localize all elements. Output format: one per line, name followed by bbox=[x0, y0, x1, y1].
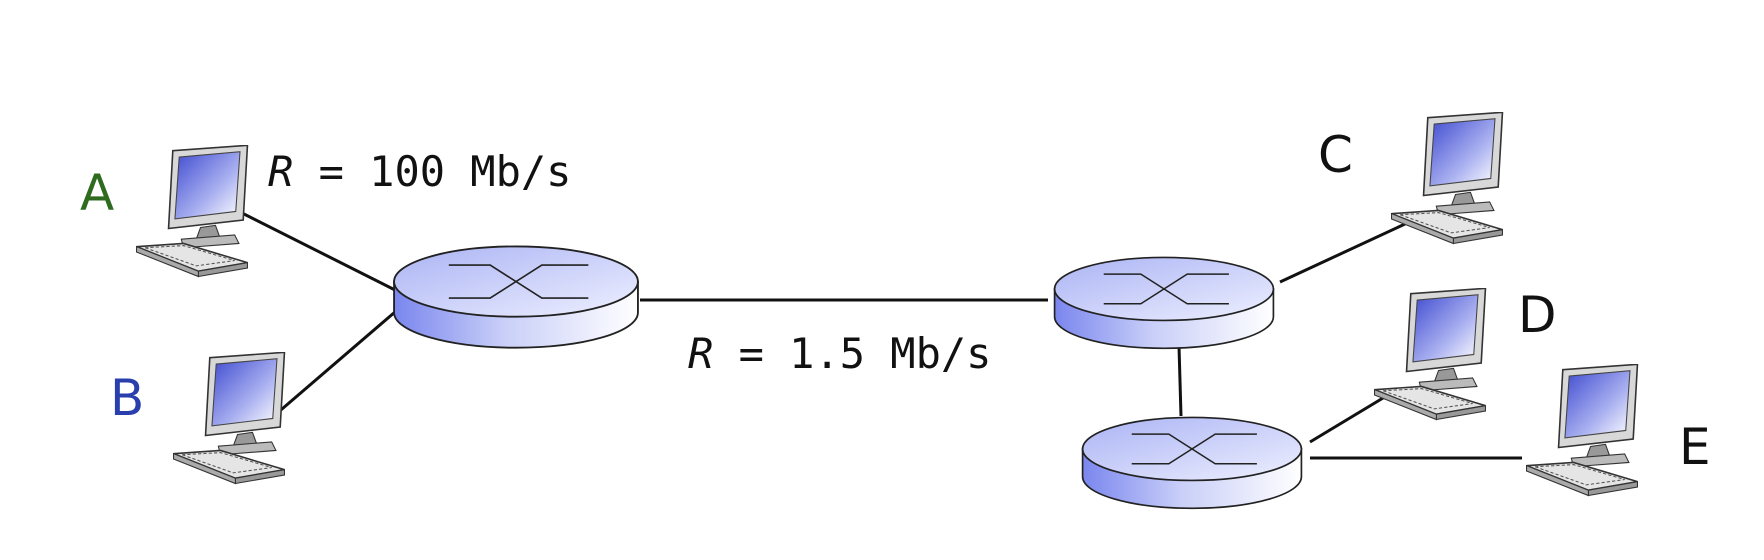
host-b-computer-icon bbox=[172, 352, 286, 485]
link-b-router1 bbox=[274, 310, 396, 417]
router-icon bbox=[1081, 416, 1303, 510]
access-link-rate-label: R = 100 Mb/s bbox=[268, 147, 571, 196]
link-router2-router3 bbox=[1177, 345, 1183, 417]
link-a-router1 bbox=[239, 210, 396, 292]
host-e-computer-icon bbox=[1525, 364, 1639, 497]
core-link-rate-label: R = 1.5 Mb/s bbox=[688, 329, 991, 378]
host-a-computer-icon bbox=[135, 145, 249, 278]
host-d-computer-icon bbox=[1373, 288, 1487, 421]
router-icon bbox=[393, 245, 639, 349]
host-c-computer-icon bbox=[1390, 112, 1504, 245]
host-label-c: C bbox=[1318, 126, 1353, 184]
host-label-a: A bbox=[80, 164, 114, 222]
router-icon bbox=[1053, 256, 1275, 350]
host-label-d: D bbox=[1518, 286, 1557, 344]
link-router2-c bbox=[1279, 222, 1406, 284]
host-label-e: E bbox=[1679, 418, 1711, 476]
host-label-b: B bbox=[110, 369, 144, 427]
link-router3-d bbox=[1309, 393, 1389, 444]
